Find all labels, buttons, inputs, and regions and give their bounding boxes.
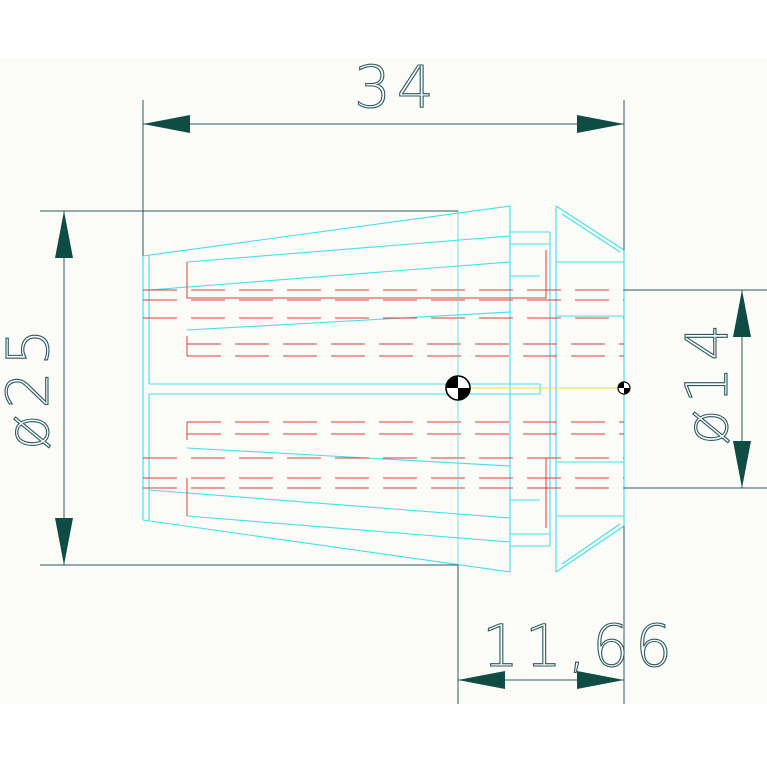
dim-label-nose-length: 11,66 <box>482 612 678 680</box>
dimension-overall-length: 34 <box>142 52 625 256</box>
centerline <box>445 210 631 704</box>
dimension-nose-length: 11,66 <box>457 526 678 704</box>
dim-label-outer-diameter: ø25 <box>0 323 62 450</box>
hidden-lines <box>143 250 624 528</box>
center-mark-large-icon <box>445 375 471 401</box>
drawing-sheet <box>0 58 767 704</box>
center-mark-small-icon <box>617 381 631 395</box>
collet-outline <box>142 205 625 573</box>
dimension-bore-diameter: ø14 <box>624 289 767 489</box>
dim-label-bore-diameter: ø14 <box>673 318 741 445</box>
dim-label-overall-length: 34 <box>354 53 440 121</box>
dimension-outer-diameter: ø25 <box>0 210 458 566</box>
